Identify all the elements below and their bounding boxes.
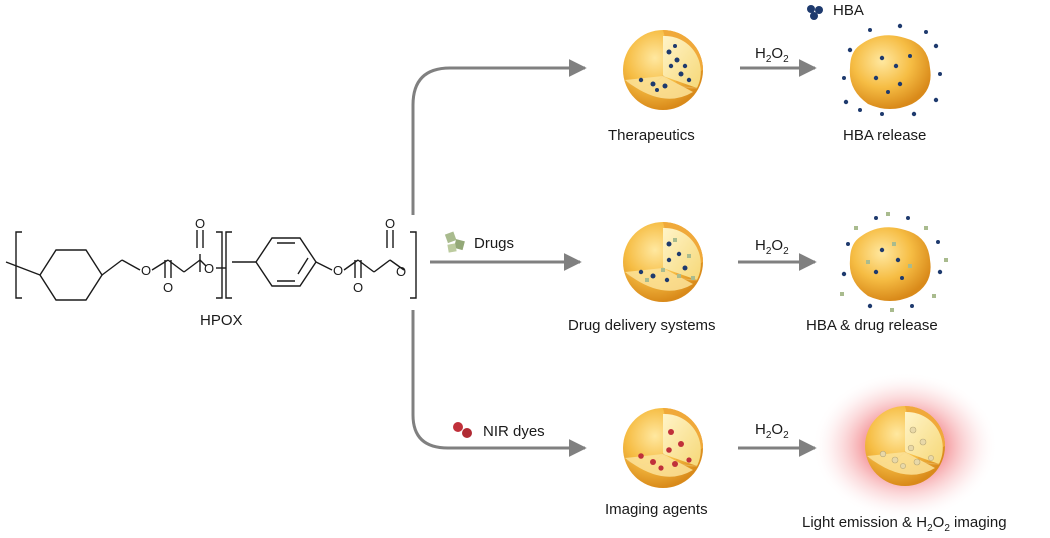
- nir-dyes-legend-label: NIR dyes: [483, 423, 545, 440]
- h2o2-label-row1: H2O2: [755, 45, 789, 65]
- light-emission-particle: [812, 372, 998, 520]
- branch-arrows: [411, 59, 817, 457]
- nanoparticle-therapeutics: [622, 29, 704, 111]
- hpox-label: HPOX: [200, 312, 243, 329]
- hba-drug-release-particle: [840, 212, 948, 312]
- hpox-structure: [5, 230, 417, 301]
- nanoparticle-drug-delivery: [622, 221, 704, 303]
- arrow-to-therapeutics: [411, 59, 587, 215]
- atom-o-4: O: [204, 261, 214, 276]
- hba-legend: HBA: [807, 2, 864, 20]
- imaging-agents-label: Imaging agents: [605, 501, 708, 518]
- hpox-atoms: O O O O O O O O: [141, 216, 406, 295]
- atom-o-8: O: [396, 264, 406, 279]
- nir-dyes-legend: NIR dyes: [453, 422, 545, 440]
- therapeutics-label: Therapeutics: [608, 127, 695, 144]
- nanoparticle-imaging: [622, 407, 704, 489]
- hba-release-particle: [842, 23, 942, 117]
- drug-delivery-label: Drug delivery systems: [568, 317, 716, 334]
- hba-release-label: HBA release: [843, 127, 926, 144]
- atom-o-7: O: [385, 216, 395, 231]
- drugs-legend: Drugs: [444, 231, 514, 253]
- nir-dye-icon: [453, 422, 472, 438]
- atom-o-6: O: [353, 280, 363, 295]
- svg-text:H2O2: H2O2: [755, 45, 789, 65]
- hba-legend-label: HBA: [833, 2, 864, 19]
- benzene-ring: [255, 237, 317, 287]
- h2o2-label-row3: H2O2: [755, 421, 789, 441]
- svg-text:Light emission & H2O2 imaging: Light emission & H2O2 imaging: [802, 514, 1007, 534]
- atom-o-1: O: [141, 263, 151, 278]
- atom-o-2: O: [163, 280, 173, 295]
- arrow-to-imaging: [411, 310, 587, 457]
- drug-cube-icon: [444, 231, 465, 253]
- svg-text:H2O2: H2O2: [755, 237, 789, 257]
- cyclohexane-ring: [39, 249, 103, 301]
- light-emission-label: Light emission & H2O2 imaging: [802, 514, 1007, 534]
- drugs-legend-label: Drugs: [474, 235, 514, 252]
- bracket-right-1: [216, 231, 223, 299]
- atom-o-5: O: [333, 263, 343, 278]
- atom-o-3: O: [195, 216, 205, 231]
- bracket-right-2: [410, 231, 417, 299]
- h2o2-label-row2: H2O2: [755, 237, 789, 257]
- bracket-left-1: [15, 231, 22, 299]
- hba-icon: [807, 5, 823, 20]
- svg-text:H2O2: H2O2: [755, 421, 789, 441]
- bracket-left-2: [225, 231, 232, 299]
- hba-drug-release-label: HBA & drug release: [806, 317, 938, 334]
